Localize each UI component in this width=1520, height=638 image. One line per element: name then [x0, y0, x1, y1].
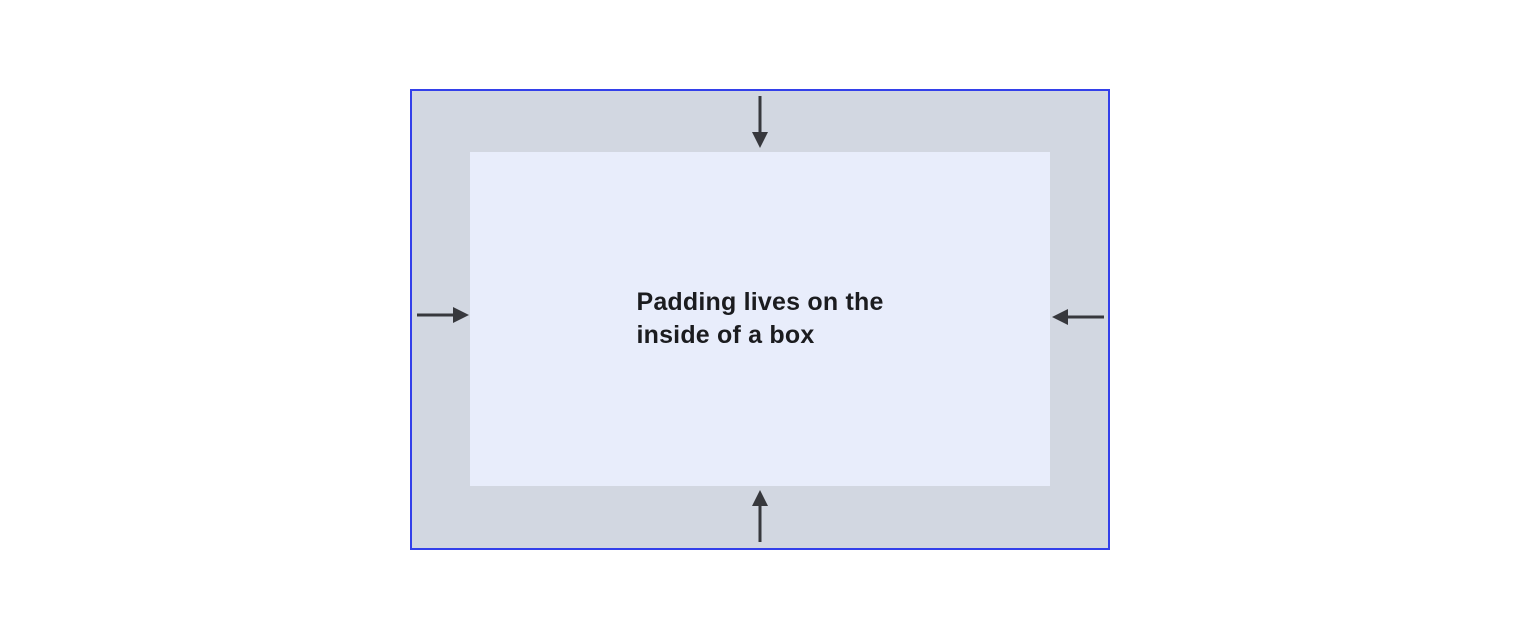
padding-arrow-right-icon — [1052, 308, 1104, 326]
padding-box: Padding lives on the inside of a box — [410, 89, 1110, 550]
caption-line-1: Padding lives on the — [636, 288, 884, 316]
content-box: Padding lives on the inside of a box — [470, 152, 1050, 486]
padding-arrow-bottom-icon — [751, 490, 769, 542]
padding-arrow-top-icon — [751, 96, 769, 148]
padding-arrow-left-icon — [417, 306, 469, 324]
caption: Padding lives on the inside of a box — [636, 286, 883, 352]
caption-line-2: inside of a box — [636, 321, 815, 349]
